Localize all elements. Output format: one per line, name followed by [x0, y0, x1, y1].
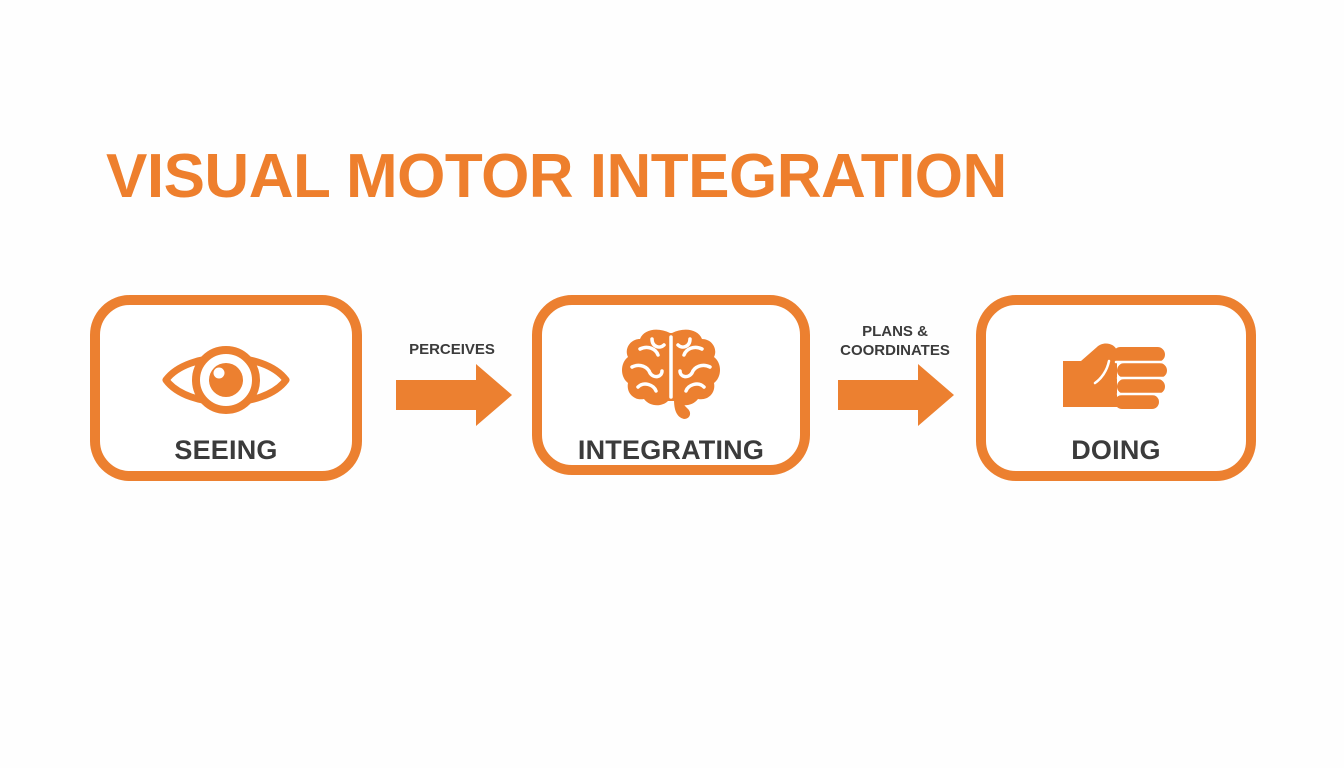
connector-label-line: PERCEIVES — [409, 341, 495, 358]
arrow-right-icon — [838, 364, 954, 426]
step-integrating-box: INTEGRATING — [532, 295, 810, 475]
step-label-doing: DOING — [1071, 435, 1161, 465]
step-doing-box: DOING — [976, 295, 1256, 481]
eye-icon — [162, 346, 290, 414]
step-label-integrating: INTEGRATING — [577, 435, 765, 465]
fist-icon — [1063, 343, 1167, 409]
diagram-title: VISUAL MOTOR INTEGRATION — [106, 142, 1007, 211]
connector-label-line-1: PLANS & — [862, 323, 928, 340]
connector-label-line-2: COORDINATES — [840, 342, 950, 359]
step-seeing-box: SEEING — [90, 295, 362, 481]
connector-label-plans-coordinates: PLANS & COORDINATES — [822, 322, 968, 360]
step-label-seeing: SEEING — [174, 435, 278, 465]
connector-label-perceives: PERCEIVES — [392, 340, 512, 359]
arrow-right-icon — [396, 364, 512, 426]
brain-icon — [622, 329, 720, 419]
